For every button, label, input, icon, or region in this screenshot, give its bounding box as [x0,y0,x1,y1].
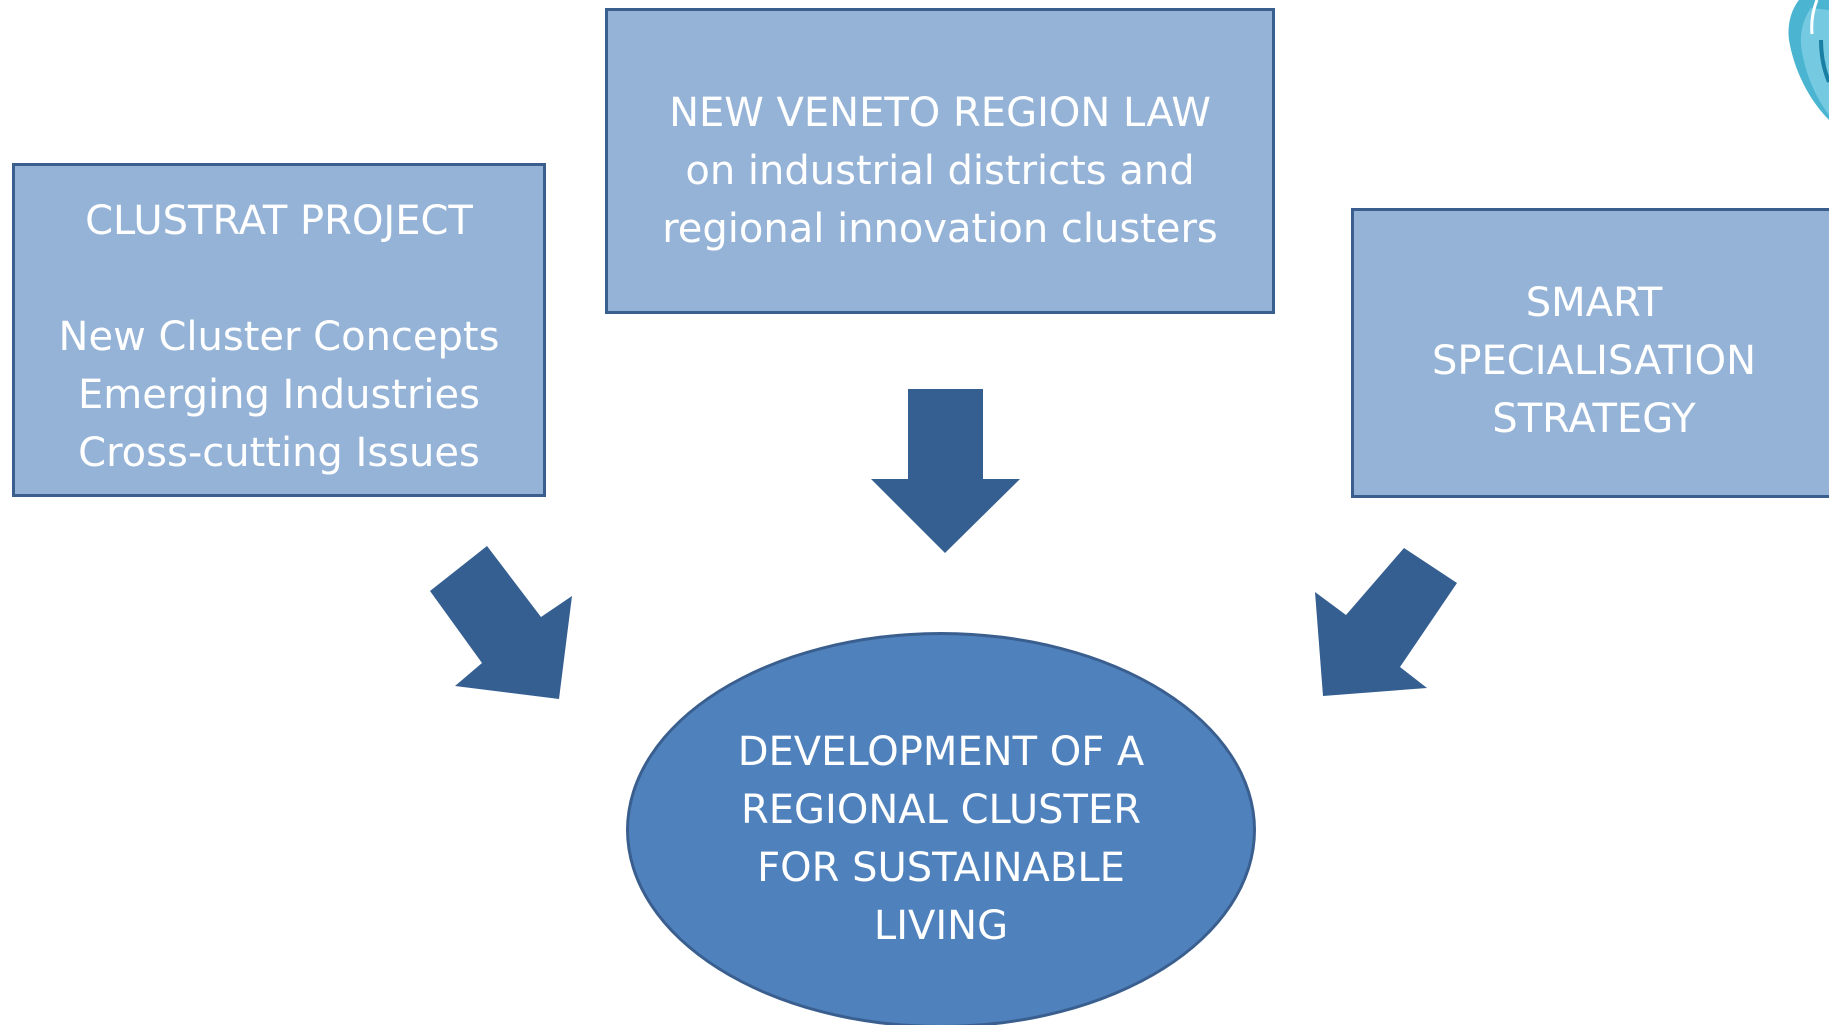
down-left-arrow-icon [1315,548,1457,696]
veneto-law-line: NEW VENETO REGION LAW [669,90,1211,136]
veneto-region-law-box: NEW VENETO REGION LAW on industrial dist… [605,8,1275,314]
regional-cluster-outcome-ellipse: DEVELOPMENT OF A REGIONAL CLUSTER FOR SU… [626,632,1256,1025]
smart-line: SMART [1525,280,1663,326]
spacer [15,250,543,308]
veneto-law-line: on industrial districts and [685,148,1195,194]
clustrat-item: Emerging Industries [78,372,480,418]
outcome-line: DEVELOPMENT OF A [737,729,1145,775]
smart-specialisation-text: SMART SPECIALISATION STRATEGY [1354,274,1829,448]
smart-line: SPECIALISATION [1432,338,1756,384]
smart-line: STRATEGY [1492,396,1696,442]
smart-specialisation-box: SMART SPECIALISATION STRATEGY [1351,208,1829,498]
logo-fragment-icon [1788,0,1829,120]
outcome-line: LIVING [873,903,1009,949]
clustrat-item: New Cluster Concepts [58,314,500,360]
outcome-line: FOR SUSTAINABLE [757,845,1125,891]
clustrat-project-title: CLUSTRAT PROJECT [85,198,473,244]
veneto-law-line: regional innovation clusters [662,206,1218,252]
outcome-line: REGIONAL CLUSTER [740,787,1142,833]
clustrat-project-box: CLUSTRAT PROJECT New Cluster Concepts Em… [12,163,546,497]
down-right-arrow-icon [430,546,572,699]
down-arrow-icon [871,389,1020,553]
clustrat-item: Cross-cutting Issues [78,430,480,476]
